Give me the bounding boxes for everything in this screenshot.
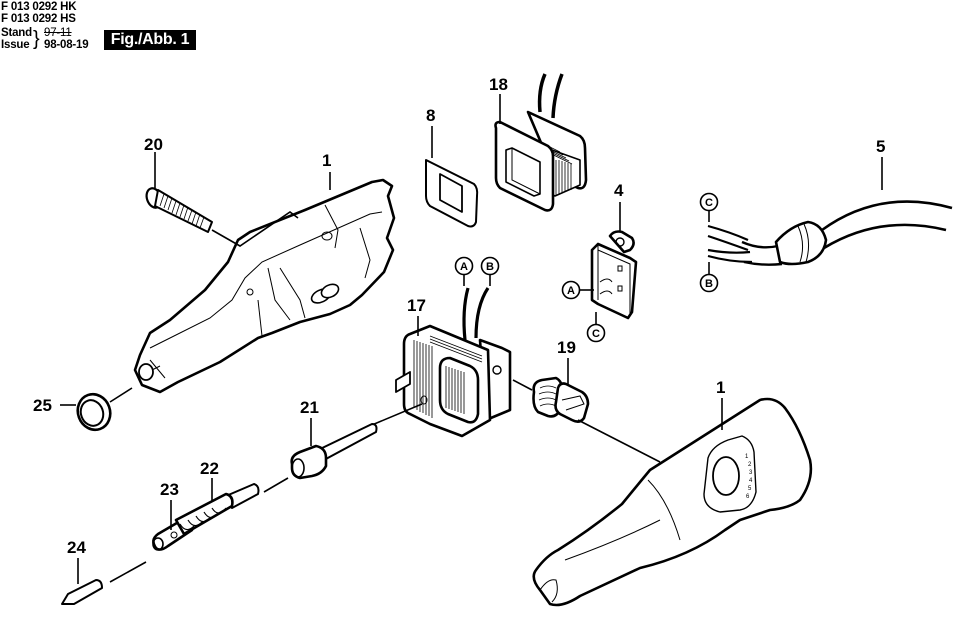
dial-mark-5: 5 [748,486,752,492]
stand-label: Stand [1,27,32,39]
callout-21: 21 [300,398,319,417]
connector-a-coil: A [454,256,474,286]
speed-dial-scale: 1 2 3 4 5 6 [745,454,753,500]
dial-mark-2: 2 [748,462,752,468]
issue-value: 98-08-19 [44,39,89,51]
field-coil [494,73,588,212]
housing-half-bottom: 1 2 3 4 5 6 [532,397,813,607]
issue-label: Issue [1,39,30,51]
dial-mark-1: 1 [745,454,749,460]
ring [76,392,112,432]
callout-24: 24 [67,538,86,557]
screw [145,187,213,233]
dial-mark-6: 6 [746,494,750,500]
svg-text:C: C [592,328,600,340]
assembly-line-20 [211,211,299,247]
figure-label: Fig./Abb. 1 [104,30,196,50]
part-number-hs: F 013 0292 HS [1,13,76,25]
assembly-line-24 [109,561,147,583]
assembly-line-22 [263,477,289,493]
callout-8: 8 [426,106,435,125]
callout-23: 23 [160,480,179,499]
callout-25: 25 [33,396,52,415]
callout-20: 20 [144,135,163,154]
callout-22: 22 [200,459,219,478]
assembly-line-25 [109,387,133,403]
callout-5: 5 [876,137,885,156]
svg-text:B: B [486,261,494,273]
bushing-plug [532,376,590,423]
svg-text:A: A [567,285,575,297]
part-number-hk: F 013 0292 HK [1,1,77,13]
gasket [425,159,479,228]
power-cord [707,200,953,266]
dial-mark-4: 4 [749,478,753,484]
svg-text:A: A [460,261,468,273]
svg-text:C: C [705,197,713,209]
stand-value: 97-11 [44,27,72,39]
callout-4: 4 [614,181,624,200]
tip-pin [61,579,103,605]
callout-18: 18 [489,75,508,94]
brace-icon: } [33,28,40,50]
connector-c-switch: C [586,312,606,343]
pin-sleeve [290,423,378,480]
dial-mark-3: 3 [749,470,753,476]
connector-b-coil: B [480,256,500,286]
svg-text:B: B [705,278,713,290]
connector-c-cord: C [699,192,719,222]
callout-1-bottom: 1 [716,378,725,397]
connector-b-cord: B [699,262,719,293]
callout-1-top: 1 [322,151,331,170]
motor-armature [395,287,512,438]
plunger-spring [152,483,260,551]
assembly-line-19a [512,379,533,391]
housing-half-top [133,178,396,394]
assembly-line-19b [577,419,661,463]
switch [590,230,638,320]
callout-19: 19 [557,338,576,357]
callout-17: 17 [407,296,426,315]
connector-a-switch: A [561,280,594,300]
